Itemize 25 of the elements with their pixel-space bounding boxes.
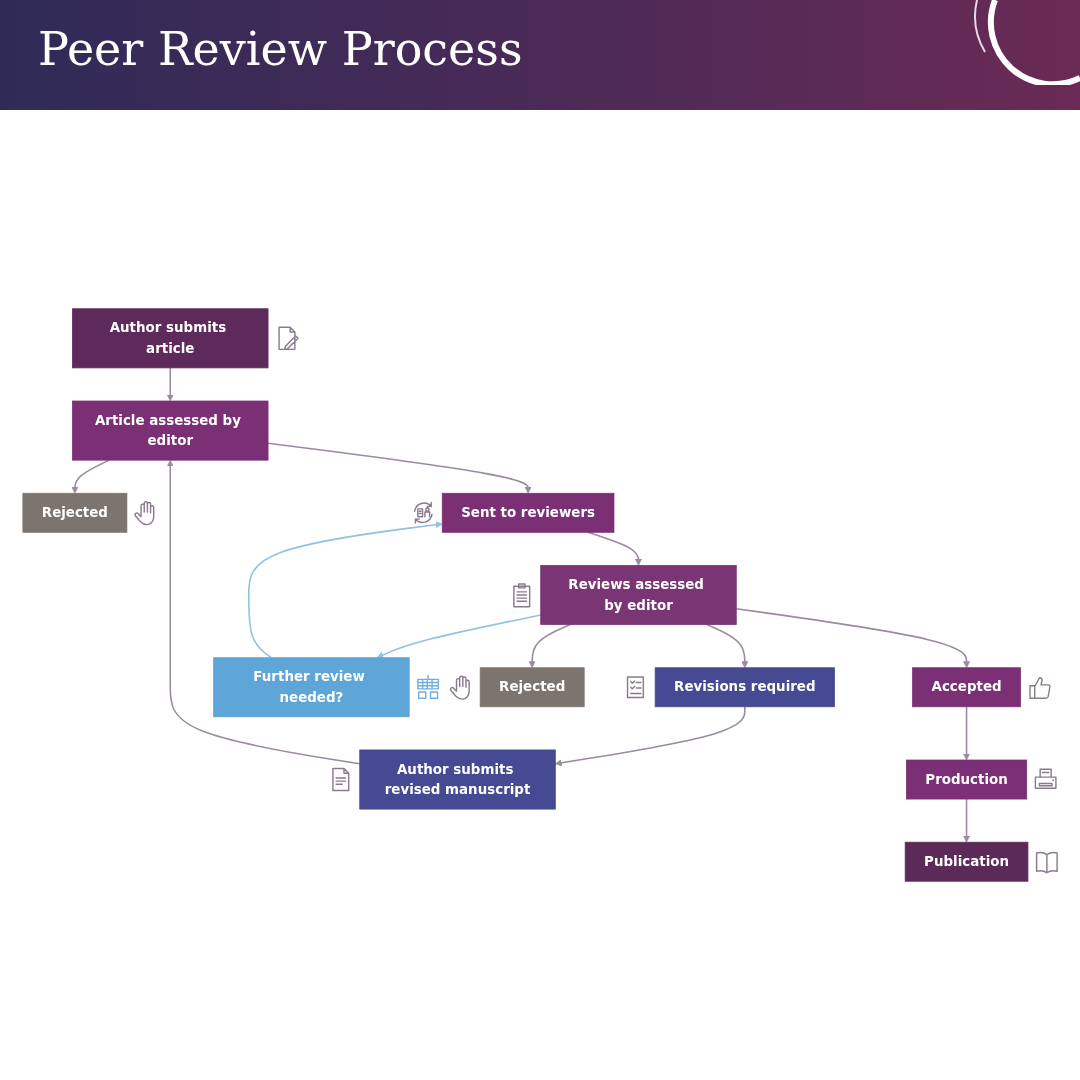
node-box: Author submits revised manuscript: [359, 749, 556, 810]
arrow: [735, 607, 971, 669]
arrow: [247, 521, 443, 659]
node-box: Rejected: [479, 667, 585, 708]
node-box: Article assessed by editor: [72, 400, 269, 461]
node-box: Author submits article: [72, 308, 269, 369]
diagram-title: Peer Review Process: [38, 22, 523, 76]
arrow: [267, 442, 532, 494]
node-box: Revisions required: [654, 667, 835, 708]
arrow: [528, 623, 572, 669]
node-box: Rejected: [22, 492, 128, 533]
arrow: [705, 623, 749, 669]
node-box: Accepted: [912, 667, 1021, 708]
node-box: Production: [906, 759, 1028, 800]
node-box: Sent to reviewers: [441, 492, 615, 533]
arrow: [555, 706, 746, 767]
arrow: [71, 459, 110, 494]
arrow: [963, 798, 971, 843]
node-box: Further review needed?: [213, 657, 410, 718]
node-box: Reviews assessed by editor: [540, 565, 737, 625]
arrow: [963, 706, 971, 761]
arrow: [166, 367, 174, 402]
node-box: Publication: [904, 841, 1029, 882]
arrow: [376, 614, 542, 659]
arrow: [166, 459, 361, 765]
